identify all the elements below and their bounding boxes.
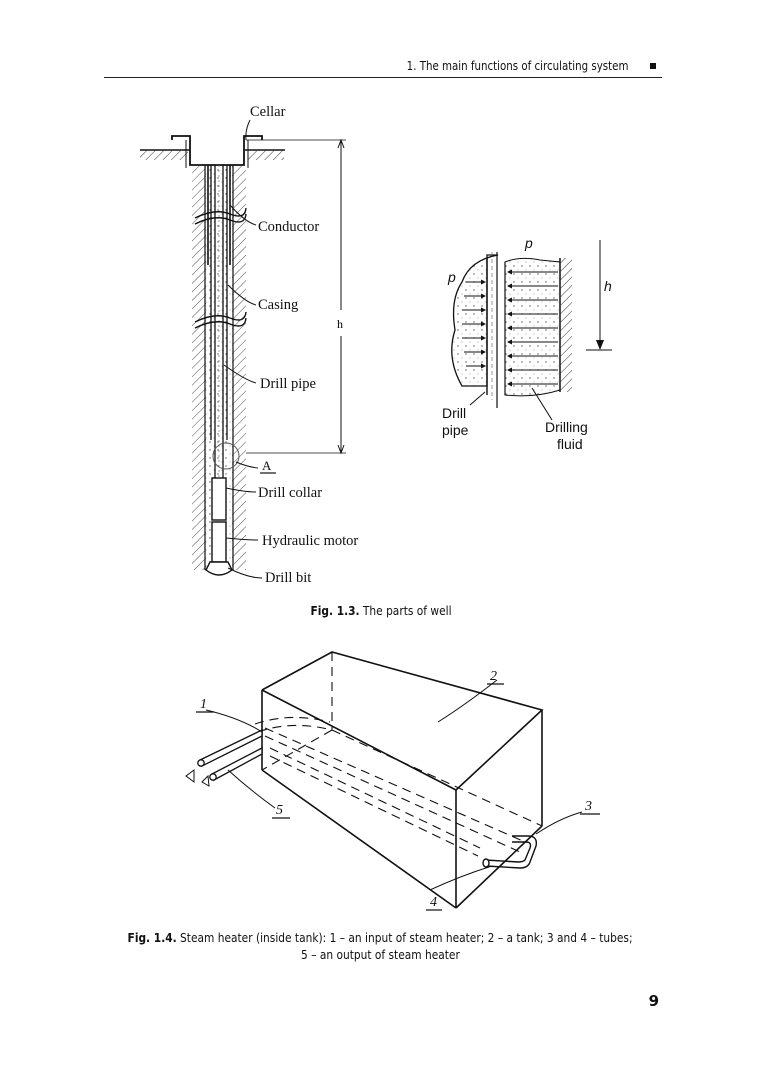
hydraulic-motor-label: Hydraulic motor — [262, 533, 358, 549]
cellar-pit — [171, 135, 263, 168]
well-depth-label: h — [337, 317, 343, 331]
section-title: 1. The main functions of circulating sys… — [406, 58, 628, 73]
cellar-label: Cellar — [250, 104, 286, 120]
casing-label: Casing — [258, 297, 298, 313]
figure-1-4-caption-label: Fig. 1.4. — [128, 930, 178, 945]
leader-lines — [223, 119, 263, 579]
drill-pipe-detail-line1: Drill — [442, 405, 466, 421]
figure-1-4-caption-line1: Steam heater (inside tank): 1 – an input… — [177, 930, 633, 945]
drill-bit-label: Drill bit — [265, 570, 311, 586]
drill-collar — [211, 477, 227, 521]
figure-1-4-caption: Fig. 1.4. Steam heater (inside tank): 1 … — [0, 929, 761, 963]
header-square-icon — [650, 63, 656, 69]
pressure-detail-diagram — [451, 240, 612, 421]
label-1: 1 — [200, 697, 207, 712]
header-rule — [104, 77, 662, 78]
drill-collar-label: Drill collar — [258, 485, 322, 501]
drilling-fluid-line2: fluid — [557, 436, 583, 452]
detail-a-label: A — [262, 458, 272, 473]
drill-pipe-detail-line2: pipe — [442, 422, 469, 438]
break-marks — [194, 207, 247, 329]
label-5: 5 — [276, 803, 283, 818]
conductor-pipe — [207, 165, 231, 265]
label-4: 4 — [430, 895, 437, 910]
figure-1-3-caption: Fig. 1.3. The parts of well — [0, 603, 761, 618]
conductor-label: Conductor — [258, 219, 319, 235]
detail-a-circle — [212, 442, 240, 470]
pressure-top-label: p — [524, 235, 533, 251]
figure-1-4-steam-heater — [185, 651, 600, 911]
page-number: 9 — [648, 992, 659, 1010]
ground-surface — [140, 149, 285, 160]
running-header: 1. The main functions of circulating sys… — [104, 58, 660, 78]
drill-pipe-label: Drill pipe — [260, 376, 316, 392]
casing-pipe — [210, 165, 228, 440]
label-2: 2 — [490, 669, 497, 684]
pressure-left-label: p — [447, 269, 456, 285]
figure-1-4-caption-line2: 5 – an output of steam heater — [301, 947, 460, 962]
label-3: 3 — [584, 799, 592, 814]
figure-1-3-caption-label: Fig. 1.3. — [309, 603, 360, 618]
detail-depth-label: h — [604, 278, 612, 294]
hydraulic-motor — [211, 521, 227, 563]
drilling-fluid-line1: Drilling — [545, 419, 588, 435]
depth-dimension — [246, 138, 346, 455]
tank — [261, 651, 544, 909]
figure-1-3-caption-text: The parts of well — [359, 603, 452, 618]
